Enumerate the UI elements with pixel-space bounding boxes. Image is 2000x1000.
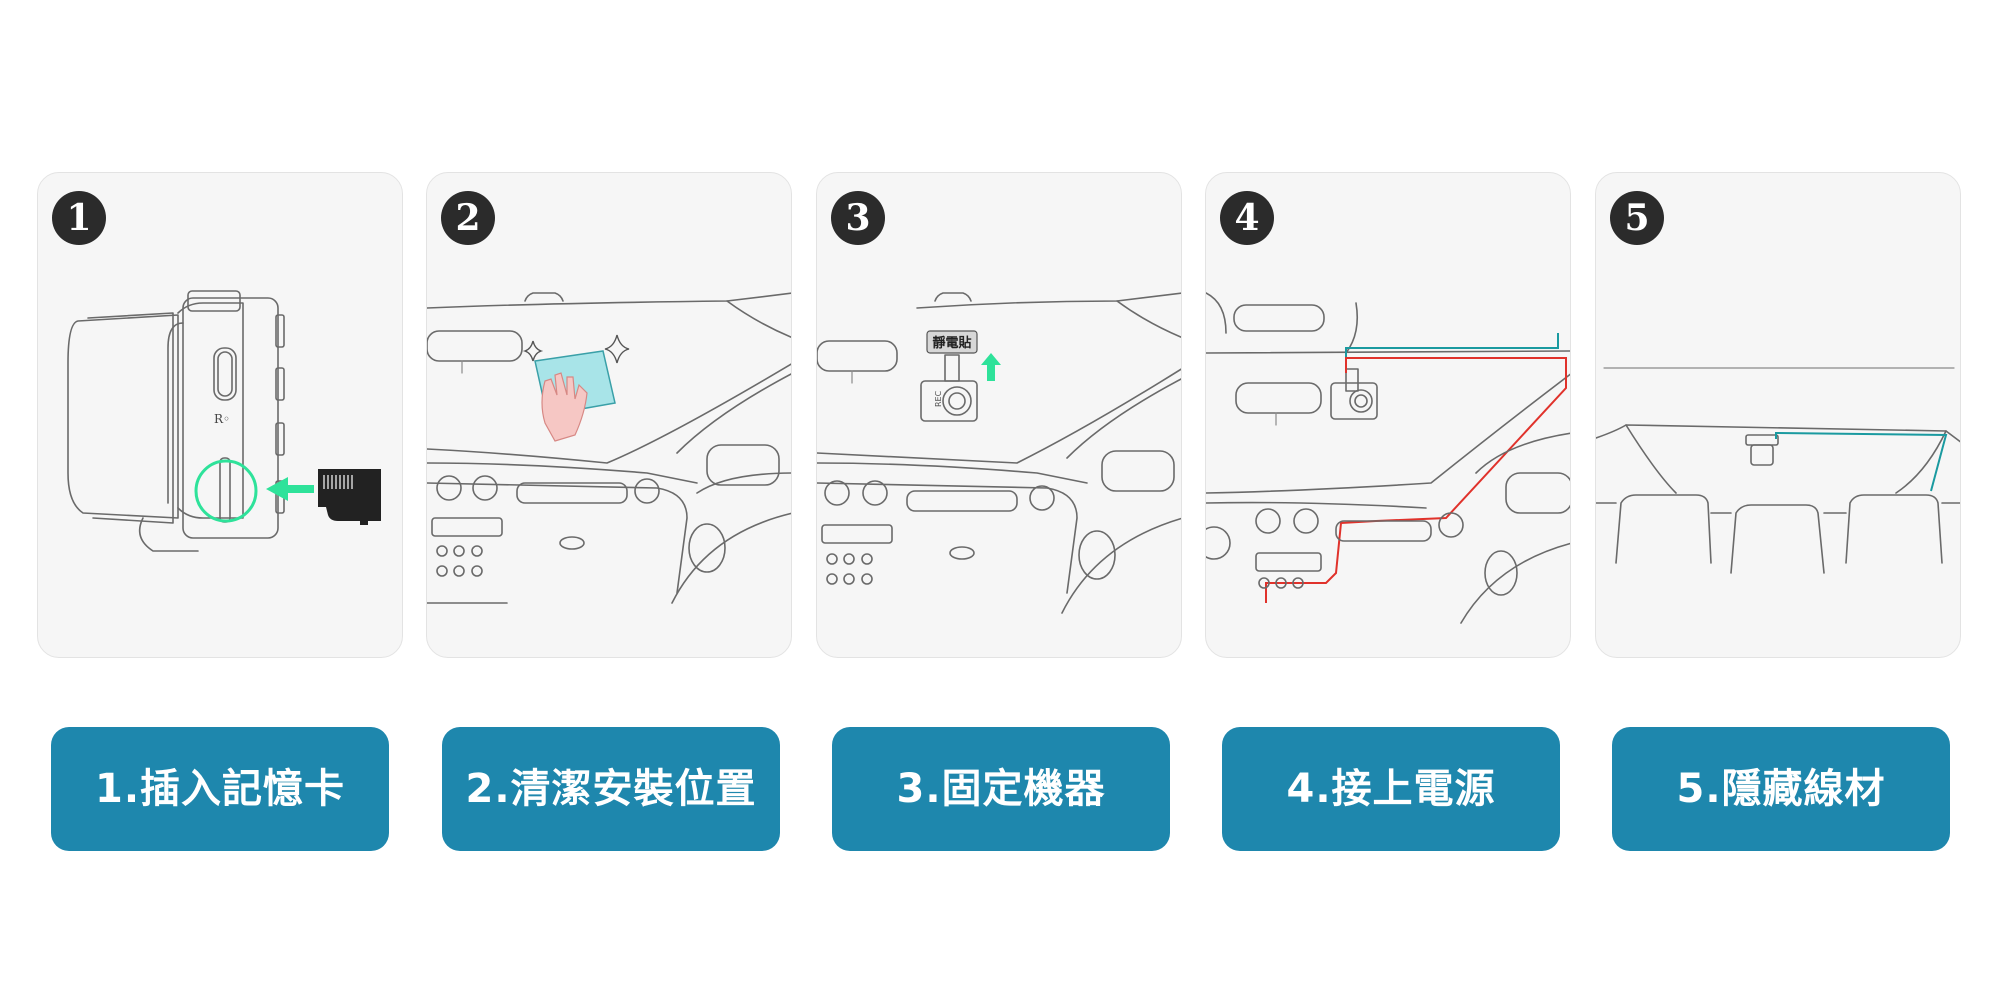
step-3-label: 3.固定機器: [832, 727, 1170, 851]
camera-rec-mark: REC: [934, 390, 943, 407]
sparkle-icon: [604, 334, 630, 364]
static-sticker-label: 靜電貼: [932, 335, 971, 351]
red-power-cable-route: [1265, 357, 1567, 603]
hand-icon: [541, 372, 588, 442]
connect-power-illustration: [1206, 292, 1570, 624]
step-number-badge: 5: [1610, 191, 1664, 245]
step-4-panel: 4: [1205, 172, 1571, 658]
step-number-badge: 1: [52, 191, 106, 245]
step-5-panel: 5: [1595, 172, 1961, 658]
push-up-arrow-icon: [981, 353, 1001, 381]
step-1-panel: R◦ 1: [37, 172, 403, 658]
sparkle-icon: [522, 340, 544, 362]
step-number-badge: 2: [441, 191, 495, 245]
clean-windshield-illustration: [427, 292, 791, 604]
step-3-panel: 靜電貼 REC 3: [816, 172, 1182, 658]
hidden-cable-route: [1775, 431, 1948, 492]
step-2-panel: 2: [426, 172, 792, 658]
sd-slot-highlight-ring: [194, 459, 258, 523]
step-5-label: 5.隱藏線材: [1612, 727, 1950, 851]
step-2-label: 2.清潔安裝位置: [442, 727, 780, 851]
step-1-label: 1.插入記憶卡: [51, 727, 389, 851]
step-number-badge: 3: [831, 191, 885, 245]
mount-camera-illustration: 靜電貼 REC: [817, 292, 1181, 614]
insert-arrow-icon: [266, 477, 314, 501]
hide-cable-illustration: [1596, 367, 1960, 574]
static-sticker: [926, 330, 978, 354]
micro-sd-card-icon: [318, 469, 381, 525]
camera-side-mark: R◦: [214, 412, 230, 426]
step-number-badge: 4: [1220, 191, 1274, 245]
sd-card-insert-illustration: R◦: [67, 290, 381, 552]
step-4-label: 4.接上電源: [1222, 727, 1560, 851]
